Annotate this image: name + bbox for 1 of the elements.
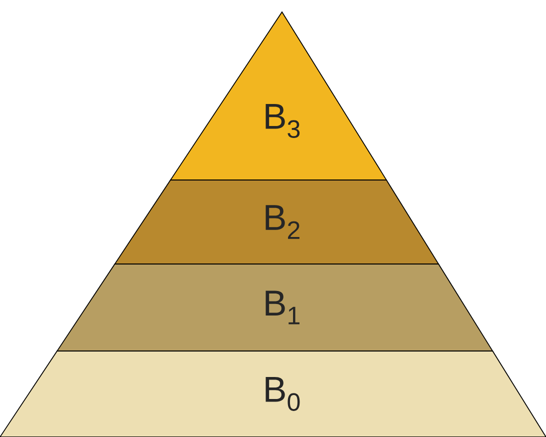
pyramid-band: B$_{0}$ <box>0 350 546 437</box>
